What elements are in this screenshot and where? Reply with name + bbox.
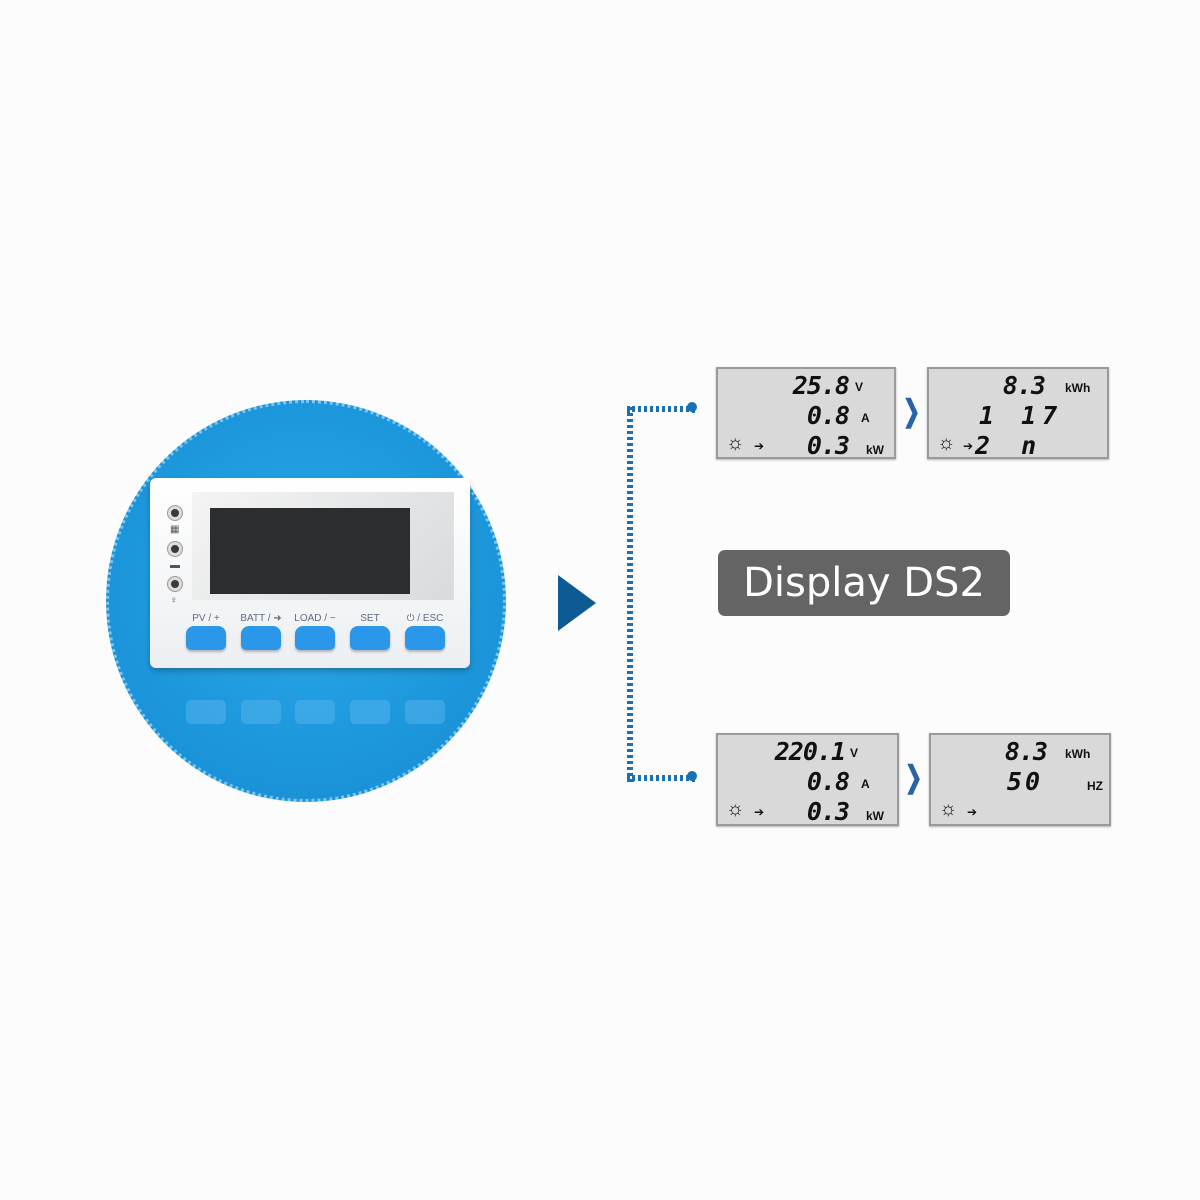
screen-bezel bbox=[192, 492, 454, 600]
connector-dot bbox=[687, 771, 697, 781]
reflection-button bbox=[241, 700, 281, 724]
solar-panel-icon: ▦ bbox=[170, 524, 180, 535]
row3-value: 2 n bbox=[975, 431, 1045, 460]
lcd-panel-ac: 220.1 V 0.8 A ☼ ➔ 0.3 kW bbox=[716, 733, 899, 826]
reflection-button bbox=[405, 700, 445, 724]
chevron-right-icon: ❯ bbox=[902, 395, 921, 428]
set-button-label: SET bbox=[360, 613, 380, 624]
arrow-icon: ➔ bbox=[967, 805, 978, 819]
reflection-button bbox=[350, 700, 390, 724]
current-value: 0.8 bbox=[806, 767, 850, 796]
load-minus-button[interactable] bbox=[295, 626, 335, 650]
reflection-button bbox=[295, 700, 335, 724]
power-esc-button[interactable] bbox=[405, 626, 445, 650]
voltage-unit: V bbox=[850, 746, 859, 760]
frequency-value: 50 bbox=[1006, 767, 1043, 796]
set-button[interactable] bbox=[350, 626, 390, 650]
lcd-panel-frequency: 8.3 kWh 50 HZ ☼ ➔ bbox=[929, 733, 1111, 826]
battery-icon: ▬ bbox=[170, 560, 180, 571]
batt-button-label: BATT / ➜ bbox=[240, 613, 282, 624]
load-button-label: LOAD / − bbox=[294, 613, 336, 624]
arrow-icon: ➔ bbox=[754, 805, 765, 819]
sun-icon: ☼ bbox=[726, 432, 745, 454]
sun-icon: ☼ bbox=[937, 432, 956, 454]
lcd-panel-battery: 25.8 V 0.8 A ☼ ➔ 0.3 kW bbox=[716, 367, 896, 459]
row2-value: 1 17 bbox=[979, 401, 1064, 430]
batt-next-button[interactable] bbox=[241, 626, 281, 650]
display-title-label: Display DS2 bbox=[718, 550, 1010, 616]
reflection-button bbox=[186, 700, 226, 724]
battery-indicator-led bbox=[168, 542, 182, 556]
pv-button-label: PV / + bbox=[192, 613, 220, 624]
current-unit: A bbox=[861, 777, 870, 791]
lightbulb-icon: ♀ bbox=[170, 595, 178, 606]
arrow-icon: ➔ bbox=[754, 439, 765, 453]
energy-unit: kWh bbox=[1065, 747, 1091, 761]
voltage-value: 220.1 bbox=[774, 737, 846, 766]
load-indicator-led bbox=[168, 577, 182, 591]
arrow-icon: ➔ bbox=[963, 439, 974, 453]
chevron-right-icon: ❯ bbox=[904, 761, 923, 794]
controller-device: ▦ ▬ ♀ PV / + BATT / ➜ LOAD / − SET ⏻ / E… bbox=[150, 478, 470, 668]
energy-value: 8.3 bbox=[1002, 371, 1046, 400]
connector-vertical bbox=[627, 407, 633, 782]
energy-value: 8.3 bbox=[1004, 737, 1048, 766]
power-value: 0.3 bbox=[806, 797, 850, 826]
lcd-panel-energy: 8.3 kWh 1 17 ☼ ➔ 2 n bbox=[927, 367, 1109, 459]
pv-plus-button[interactable] bbox=[186, 626, 226, 650]
pv-indicator-led bbox=[168, 506, 182, 520]
voltage-value: 25.8 bbox=[792, 371, 850, 400]
device-screen bbox=[210, 508, 410, 594]
connector-bottom bbox=[627, 775, 695, 781]
device-reflection bbox=[150, 690, 470, 750]
connector-dot bbox=[687, 402, 697, 412]
current-value: 0.8 bbox=[806, 401, 850, 430]
voltage-unit: V bbox=[855, 380, 864, 394]
sun-icon: ☼ bbox=[726, 798, 745, 820]
frequency-unit: HZ bbox=[1087, 779, 1103, 793]
power-unit: kW bbox=[866, 443, 884, 457]
sun-icon: ☼ bbox=[939, 798, 958, 820]
power-value: 0.3 bbox=[806, 431, 850, 460]
play-arrow-icon bbox=[558, 575, 596, 631]
energy-unit: kWh bbox=[1065, 381, 1091, 395]
connector-top bbox=[627, 406, 695, 412]
power-unit: kW bbox=[866, 809, 884, 823]
power-button-label: ⏻ / ESC bbox=[406, 613, 444, 624]
current-unit: A bbox=[861, 411, 870, 425]
